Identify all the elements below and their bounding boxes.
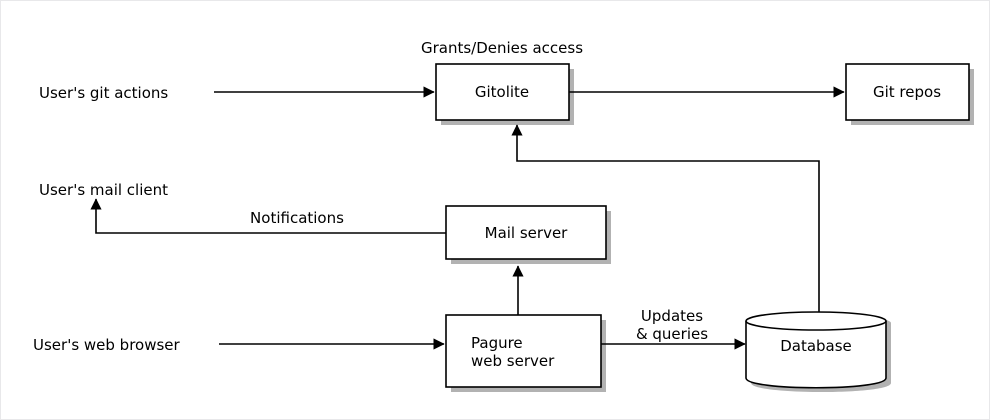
label-user-git-actions: User's git actions — [39, 84, 168, 102]
edge-mailserver-to-mail-client — [90, 198, 446, 234]
node-pagure-web-server[interactable] — [445, 314, 602, 388]
node-database-label: Database — [780, 337, 852, 355]
node-gitolite[interactable] — [435, 63, 570, 121]
label-notifications: Notifications — [250, 209, 344, 227]
node-database-top[interactable] — [745, 311, 887, 331]
label-user-mail-client: User's mail client — [39, 181, 168, 199]
node-mail-server-label: Mail server — [485, 224, 569, 242]
label-grants-denies-access: Grants/Denies access — [421, 39, 583, 57]
label-user-web-browser: User's web browser — [33, 336, 181, 354]
node-pagure-label-line2: web server — [471, 352, 555, 370]
node-pagure-label-line1: Pagure — [471, 334, 523, 352]
label-updates-queries-line2: & queries — [636, 325, 708, 343]
node-gitolite-label: Gitolite — [475, 83, 529, 101]
node-database-body[interactable] — [745, 321, 887, 389]
edge-database-to-gitolite — [511, 124, 820, 313]
node-mail-server[interactable] — [445, 205, 607, 260]
node-git-repos-label: Git repos — [873, 83, 941, 101]
label-updates-queries-line1: Updates — [641, 307, 703, 325]
node-git-repos[interactable] — [845, 63, 970, 121]
